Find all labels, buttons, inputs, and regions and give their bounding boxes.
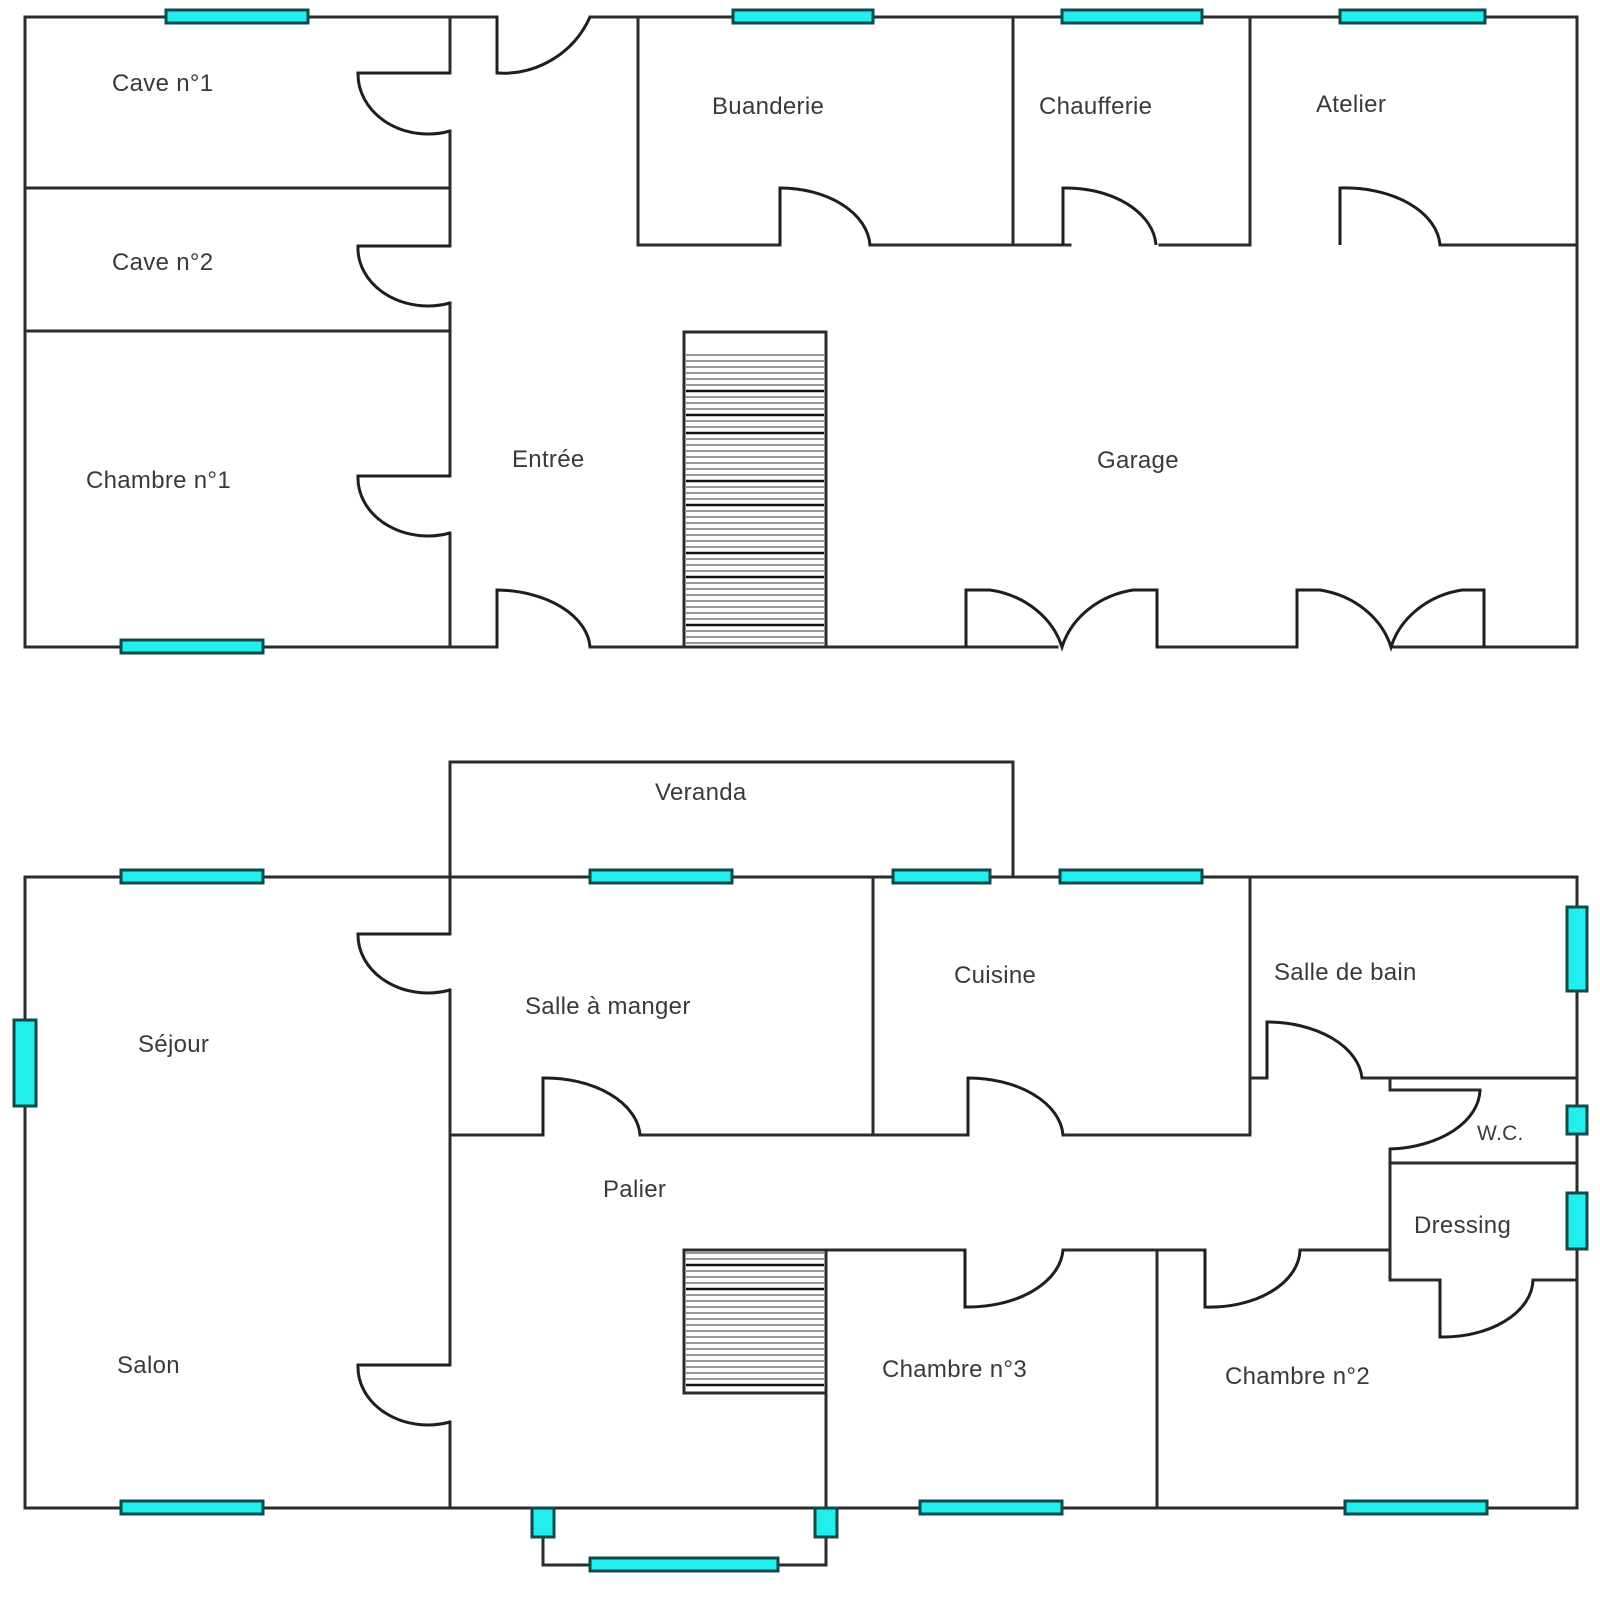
window [530, 1506, 556, 1539]
room-label-sejour: Séjour [138, 1031, 209, 1058]
window [731, 8, 875, 25]
staircase-ground [682, 330, 828, 649]
room-label-cave2: Cave n°2 [112, 249, 213, 276]
window [891, 868, 992, 885]
door-chaufferie[interactable] [1061, 186, 1158, 246]
window [119, 1499, 265, 1516]
window [1343, 1499, 1489, 1516]
window [918, 1499, 1064, 1516]
window [813, 1506, 839, 1539]
ground-floor-windows [119, 8, 1487, 655]
door-salle-a-manger[interactable] [541, 1076, 642, 1136]
door-chambre2[interactable] [1203, 1249, 1302, 1309]
door-salle-de-bain[interactable] [1265, 1020, 1364, 1079]
window [12, 1018, 38, 1108]
window [1338, 8, 1487, 25]
garage-door-left[interactable] [964, 588, 1159, 652]
door-cuisine[interactable] [966, 1076, 1065, 1136]
room-label-cave1: Cave n°1 [112, 70, 213, 97]
window [1565, 1104, 1589, 1136]
door-wc[interactable] [1389, 1089, 1482, 1151]
window [1060, 8, 1204, 25]
room-label-dressing: Dressing [1414, 1212, 1511, 1239]
ground-floor: Cave n°1 Cave n°2 Chambre n°1 Entrée Bua… [23, 8, 1579, 655]
upper-floor: Veranda Séjour Salon Salle à manger Cuis… [12, 760, 1589, 1573]
room-label-chaufferie: Chaufferie [1039, 93, 1152, 120]
door-salon[interactable] [356, 1363, 451, 1427]
window [119, 638, 265, 655]
room-label-buanderie: Buanderie [712, 93, 824, 120]
upper-floor-doors[interactable] [356, 932, 1535, 1427]
window [119, 868, 265, 885]
window [1565, 1191, 1589, 1251]
garage-door-right[interactable] [1295, 588, 1486, 652]
window [164, 8, 310, 25]
room-label-chambre2: Chambre n°2 [1225, 1363, 1370, 1390]
room-label-wc: W.C. [1477, 1122, 1524, 1145]
window [588, 1556, 780, 1573]
upper-floor-windows [12, 868, 1589, 1573]
window [588, 868, 734, 885]
room-label-cuisine: Cuisine [954, 962, 1036, 989]
ground-floor-doors [356, 16, 1486, 652]
room-label-salle-de-bain: Salle de bain [1274, 959, 1417, 986]
room-label-palier: Palier [603, 1176, 666, 1203]
door-chambre3[interactable] [963, 1249, 1065, 1309]
window [1565, 905, 1589, 993]
door-sejour[interactable] [356, 932, 451, 995]
door-chambre1[interactable] [356, 474, 451, 538]
door-atelier[interactable] [1338, 186, 1442, 246]
room-label-chambre1: Chambre n°1 [86, 467, 231, 494]
staircase-upper [682, 1248, 828, 1395]
door-buanderie[interactable] [778, 186, 872, 246]
room-label-salle-a-manger: Salle à manger [525, 993, 691, 1020]
upper-floor-labels: Veranda Séjour Salon Salle à manger Cuis… [117, 779, 1524, 1390]
window [1058, 868, 1204, 885]
room-label-entree: Entrée [512, 446, 585, 473]
ground-floor-labels: Cave n°1 Cave n°2 Chambre n°1 Entrée Bua… [86, 70, 1386, 494]
room-label-atelier: Atelier [1316, 91, 1386, 118]
door-cave1[interactable] [356, 71, 451, 136]
door-dressing[interactable] [1438, 1279, 1535, 1339]
room-label-chambre3: Chambre n°3 [882, 1356, 1027, 1383]
room-label-veranda: Veranda [655, 779, 747, 806]
door-entrance-top[interactable] [495, 16, 592, 75]
door-cave2[interactable] [356, 244, 451, 308]
stair-outline [682, 1248, 828, 1395]
room-label-salon: Salon [117, 1352, 180, 1379]
door-entrance-bottom[interactable] [495, 588, 592, 648]
room-label-garage: Garage [1097, 447, 1179, 474]
